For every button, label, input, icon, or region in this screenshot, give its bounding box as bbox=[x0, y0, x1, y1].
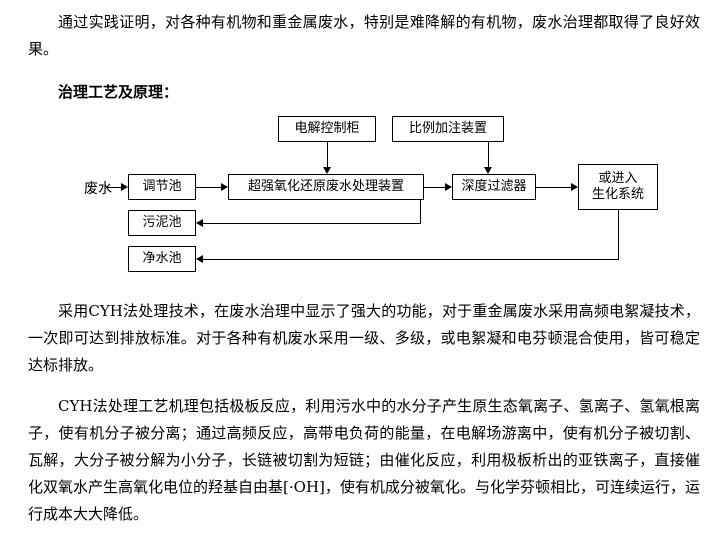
arrow-treatment-device-to-depth-filter bbox=[424, 187, 446, 188]
box-depth-filter: 深度过滤器 bbox=[452, 174, 536, 200]
arrow-dosing-device-to-depth-filter bbox=[488, 142, 489, 168]
box-electrolysis-control-cabinet: 电解控制柜 bbox=[278, 116, 376, 142]
box-clean-water-tank: 净水池 bbox=[128, 246, 196, 272]
paragraph-cyh-mechanism: CYH法处理工艺机理包括极板反应，利用污水中的水分子产生原生态氧离子、氢离子、氢… bbox=[28, 397, 700, 523]
arrowhead-into-sludge-tank bbox=[196, 219, 203, 227]
arrowhead-into-clean-water-tank bbox=[196, 255, 203, 263]
box-proportional-dosing-device: 比例加注装置 bbox=[392, 116, 504, 142]
arrow-wastewater-to-regulating-tank bbox=[106, 187, 122, 188]
biochemical-system-line2: 生化系统 bbox=[591, 187, 644, 202]
biochemical-system-line1: 或进入 bbox=[598, 171, 638, 186]
process-flow-diagram: 废水 电解控制柜 比例加注装置 调节池 超强氧化还原废水处理装置 深度过滤器 或… bbox=[0, 110, 728, 290]
arrowhead-down-depth-filter bbox=[484, 167, 492, 174]
line-to-clean-water-tank bbox=[202, 259, 619, 260]
line-biochemical-down-clean-water bbox=[618, 210, 619, 259]
box-sludge-tank: 污泥池 bbox=[128, 210, 196, 236]
arrowhead-down-treatment-device bbox=[323, 167, 331, 174]
line-to-sludge-tank bbox=[202, 223, 421, 224]
line-treatment-device-down-sludge bbox=[420, 200, 421, 223]
box-regulating-tank: 调节池 bbox=[128, 174, 196, 200]
box-oxidation-reduction-treatment-device: 超强氧化还原废水处理装置 bbox=[228, 174, 424, 200]
box-biochemical-system: 或进入 生化系统 bbox=[578, 164, 658, 210]
paragraph-intro: 通过实践证明，对各种有机物和重金属废水，特别是难降解的有机物，废水治理都取得了良… bbox=[28, 13, 700, 58]
arrowhead-into-regulating-tank bbox=[121, 183, 128, 191]
arrow-control-cabinet-to-treatment-device bbox=[327, 142, 328, 168]
arrowhead-into-depth-filter bbox=[445, 183, 452, 191]
wastewater-label: 废水 bbox=[84, 181, 112, 197]
arrowhead-into-biochemical-system bbox=[571, 183, 578, 191]
arrow-depth-filter-to-biochemical-system bbox=[536, 187, 572, 188]
section-heading: 治理工艺及原理： bbox=[58, 83, 179, 101]
arrowhead-into-treatment-device bbox=[221, 183, 228, 191]
arrow-regulating-tank-to-treatment-device bbox=[196, 187, 222, 188]
paragraph-cyh-performance: 采用CYH法处理技术，在废水治理中显示了强大的功能，对于重金属废水采用高频电絮凝… bbox=[28, 302, 700, 374]
